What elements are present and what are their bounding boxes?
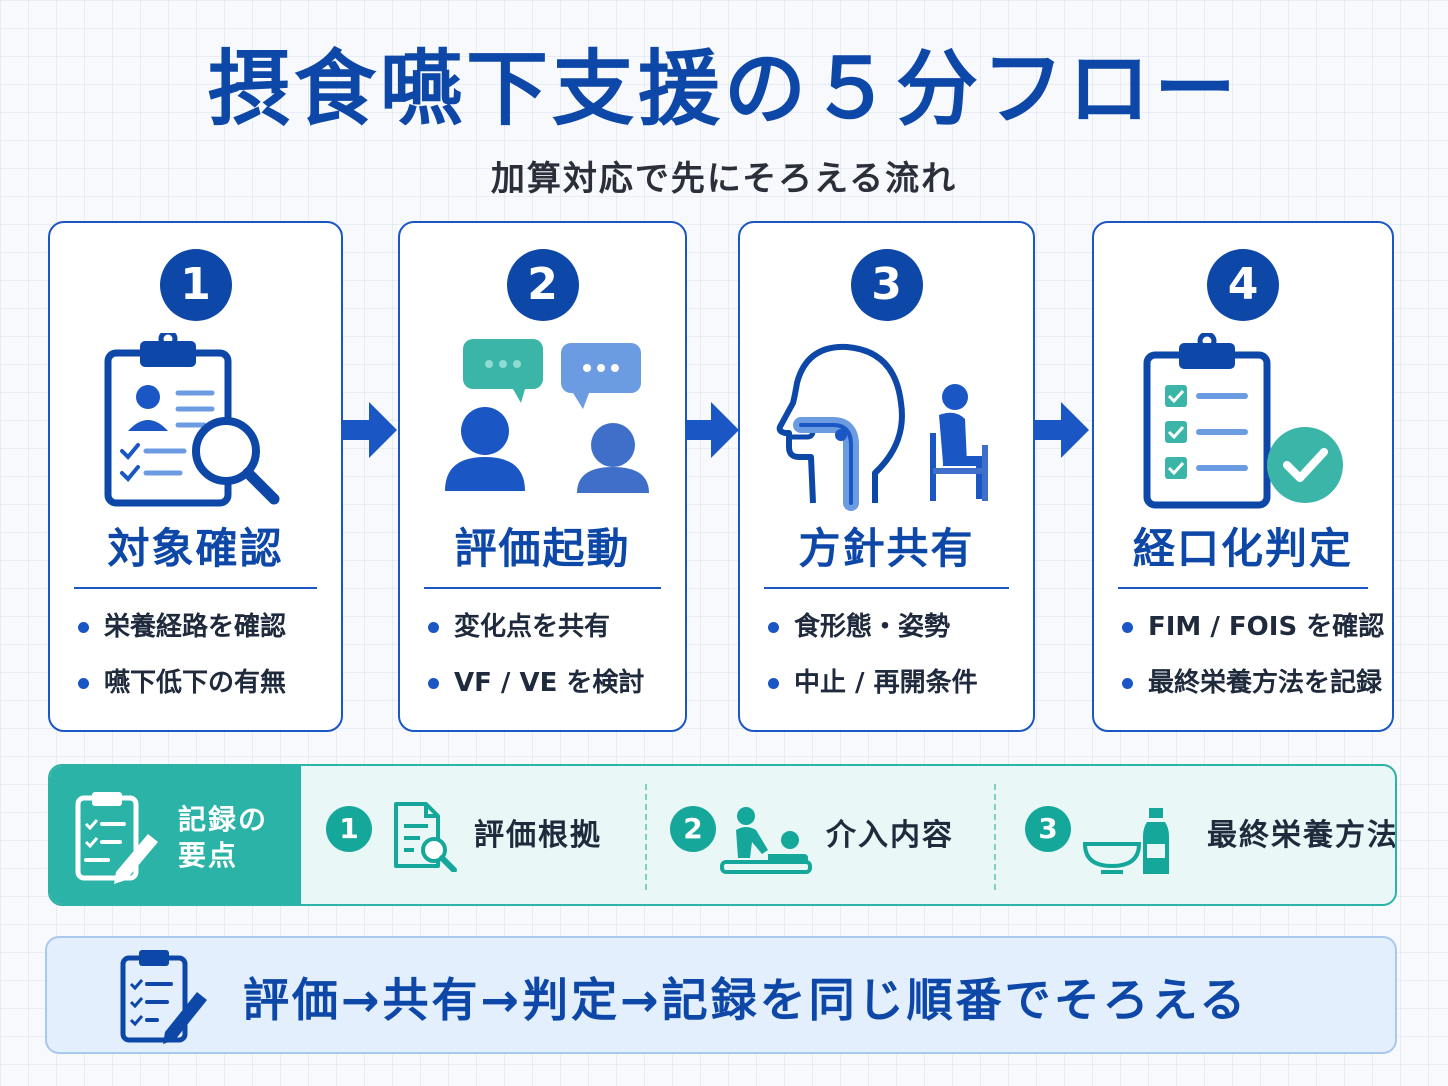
- page-title: 摂食嚥下支援の５分フロー: [207, 42, 1240, 137]
- clipboard-search-icon: [50, 333, 341, 533]
- record-item-3: 3 最終栄養方法: [1025, 766, 1395, 904]
- step-title: 方針共有: [764, 519, 1009, 589]
- bullet-item: 最終栄養方法を記録: [1120, 665, 1384, 701]
- step-bullets: 栄養経路を確認 嚥下低下の有無: [76, 609, 333, 721]
- clipboard-pen-icon: [75, 792, 158, 884]
- step-number-badge: 2: [506, 249, 579, 321]
- step-card-3: 3 方針共有 食形態・姿勢 中止 / 再開条件: [738, 221, 1035, 732]
- document-search-icon: [394, 802, 457, 872]
- page-subtitle: 加算対応で先にそろえる流れ: [490, 159, 958, 199]
- record-points-label: 記録の 要点: [50, 766, 301, 904]
- step-title: 対象確認: [74, 519, 317, 589]
- step-number-badge: 1: [159, 249, 232, 321]
- record-item-text: 介入内容: [826, 818, 954, 853]
- bullet-item: VF / VE を検討: [426, 665, 677, 701]
- step-title: 経口化判定: [1118, 519, 1368, 589]
- record-item-text: 最終栄養方法: [1207, 818, 1397, 853]
- bowl-bottle-icon: [1082, 808, 1169, 874]
- step-card-2: 2 評価起動 変化点を共有 VF / VE を検討: [398, 221, 687, 732]
- record-points-label-text: 記録の 要点: [178, 803, 269, 872]
- divider: [645, 784, 647, 890]
- step-number-badge: 3: [850, 249, 923, 321]
- head-throat-seated-person-icon: [740, 333, 1033, 533]
- step-number-badge: 4: [1207, 249, 1279, 321]
- step-title: 評価起動: [424, 519, 661, 589]
- bullet-item: 中止 / 再開条件: [766, 665, 1025, 701]
- step-bullets: FIM / FOIS を確認 最終栄養方法を記録: [1120, 609, 1384, 721]
- record-number-badge: 1: [326, 806, 372, 852]
- checklist-approved-icon: [1094, 333, 1392, 533]
- clipboard-pen-icon: [120, 950, 207, 1044]
- record-item-1: 1 評価根拠: [326, 766, 646, 904]
- record-item-text: 評価根拠: [474, 818, 602, 853]
- bullet-item: FIM / FOIS を確認: [1120, 609, 1384, 645]
- record-number-badge: 2: [670, 806, 716, 852]
- step-card-4: 4 経口化判定 FIM / FOIS を確認 最終栄養方法を記録: [1092, 221, 1394, 732]
- right-arrow-icon: [343, 402, 397, 458]
- summary-text: 評価→共有→判定→記録を同じ順番でそろえる: [243, 973, 1249, 1027]
- summary-banner: 評価→共有→判定→記録を同じ順番でそろえる: [45, 936, 1397, 1054]
- bullet-item: 栄養経路を確認: [76, 609, 333, 645]
- bullet-item: 食形態・姿勢: [766, 609, 1025, 645]
- discussion-people-icon: [400, 333, 685, 533]
- right-arrow-icon: [685, 402, 739, 458]
- right-arrow-icon: [1035, 402, 1089, 458]
- bullet-item: 変化点を共有: [426, 609, 677, 645]
- caregiver-patient-icon: [720, 807, 812, 874]
- record-number-badge: 3: [1025, 806, 1071, 852]
- step-card-1: 1 対象確認 栄養経路を確認 嚥下低下の有無: [48, 221, 343, 732]
- bullet-item: 嚥下低下の有無: [76, 665, 333, 701]
- step-bullets: 食形態・姿勢 中止 / 再開条件: [766, 609, 1025, 721]
- record-points-panel: 記録の 要点 1 評価根拠 2 介入内容 3: [48, 764, 1397, 906]
- step-bullets: 変化点を共有 VF / VE を検討: [426, 609, 677, 721]
- record-item-2: 2 介入内容: [670, 766, 990, 904]
- divider: [994, 784, 996, 890]
